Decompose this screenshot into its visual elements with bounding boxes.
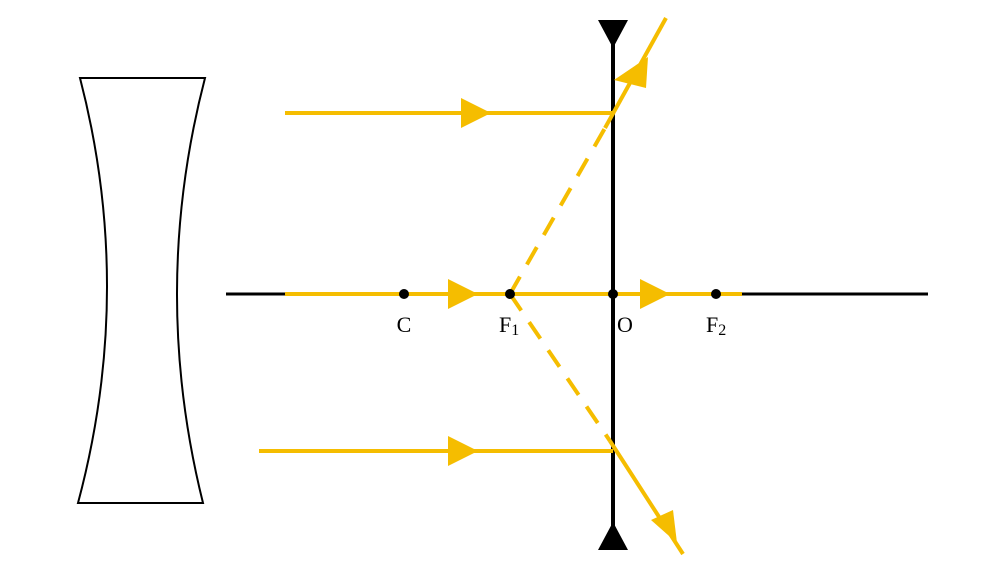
label-f2: F2 <box>706 312 726 339</box>
axial-ray-arrow-1 <box>448 279 478 309</box>
bottom-incident-ray <box>259 436 613 466</box>
top-refracted-ray <box>603 17 668 129</box>
top-incident-arrow <box>461 98 491 128</box>
label-o: O <box>617 312 633 337</box>
label-f1: F1 <box>499 312 519 339</box>
point-o <box>608 289 618 299</box>
axial-ray-arrow-2 <box>640 279 670 309</box>
top-virtual-ray-dashed <box>508 127 607 295</box>
bottom-virtual-ray-dashed <box>508 292 612 443</box>
lens-bottom-arrowhead <box>598 522 628 550</box>
bottom-incident-arrow <box>448 436 478 466</box>
point-f1 <box>505 289 515 299</box>
label-f2-subscript: 2 <box>718 322 726 339</box>
bottom-refracted-ray <box>608 439 685 556</box>
label-f1-base: F <box>499 312 511 337</box>
bottom-refracted-arrow <box>651 510 677 543</box>
label-f2-base: F <box>706 312 718 337</box>
top-incident-ray <box>285 98 613 128</box>
label-f1-subscript: 1 <box>511 322 519 339</box>
point-f2 <box>711 289 721 299</box>
top-refracted-arrow <box>614 57 648 88</box>
concave-lens-shape <box>76 77 207 504</box>
label-c: C <box>397 312 412 337</box>
point-c <box>399 289 409 299</box>
lens-top-arrowhead <box>598 20 628 48</box>
